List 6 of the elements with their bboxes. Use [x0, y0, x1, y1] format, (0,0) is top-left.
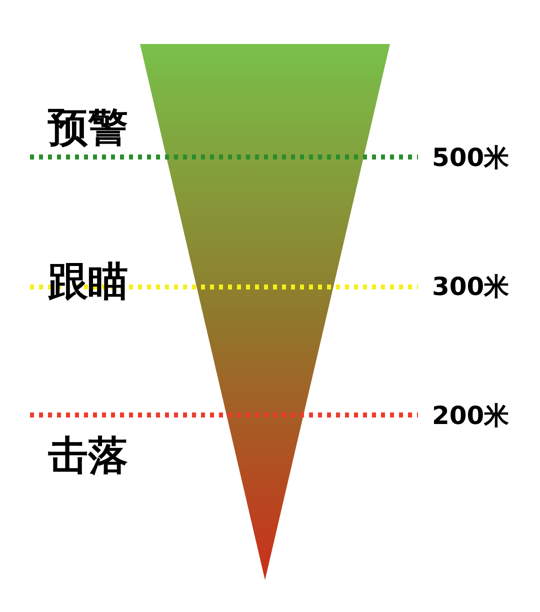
distance-label: 300米	[432, 274, 510, 299]
stage-label: 跟瞄	[48, 262, 128, 302]
stage-label: 击落	[48, 436, 128, 476]
distance-label: 500米	[432, 145, 510, 170]
distance-label: 200米	[432, 403, 510, 428]
stage-label: 预警	[48, 108, 128, 148]
